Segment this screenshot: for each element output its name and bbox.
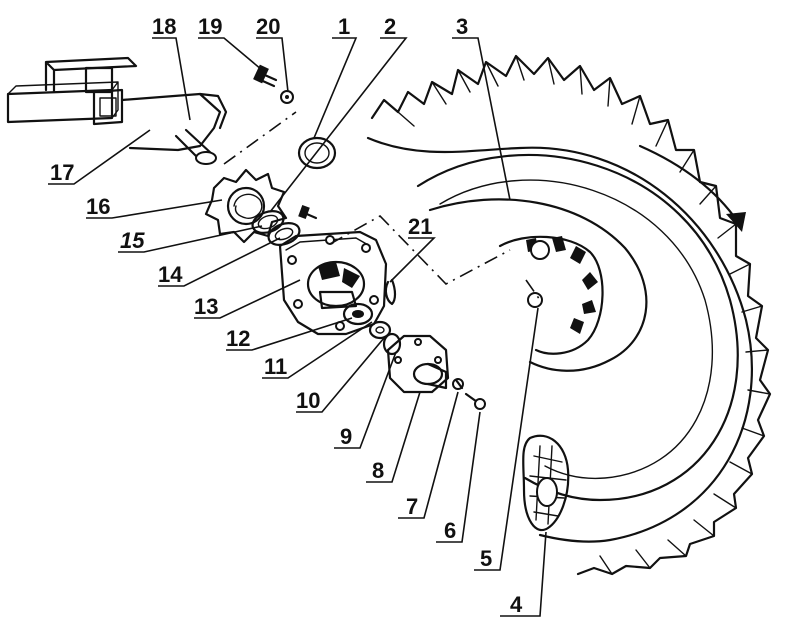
end-pin xyxy=(464,392,486,410)
callout-6: 6 xyxy=(444,518,456,543)
rim-outer-edge xyxy=(416,153,739,502)
callout-10: 10 xyxy=(296,388,320,413)
gasket xyxy=(382,332,402,356)
valve-part xyxy=(522,434,570,531)
wheel-hub xyxy=(498,235,604,355)
washer xyxy=(368,320,392,340)
axle-beam xyxy=(6,56,228,165)
callout-17: 17 xyxy=(50,160,74,185)
callout-5: 5 xyxy=(480,546,492,571)
cotter-pin xyxy=(384,278,397,306)
rim-inner-edge xyxy=(439,179,713,480)
rotation-arrowhead-icon xyxy=(726,212,746,232)
callout-9: 9 xyxy=(340,424,352,449)
callout-7: 7 xyxy=(406,494,418,519)
callout-11: 11 xyxy=(264,354,287,379)
rotation-arrow xyxy=(638,144,740,224)
tire-sidewall xyxy=(366,136,753,543)
callout-13: 13 xyxy=(194,294,218,319)
tire-tread xyxy=(370,54,772,576)
tire xyxy=(366,54,772,576)
hub-cap xyxy=(386,334,450,394)
seal-ring xyxy=(297,136,337,170)
bolt xyxy=(253,64,278,88)
wheel-disc xyxy=(428,198,648,372)
callout-14: 14 xyxy=(158,262,183,287)
callout-15: 15 xyxy=(120,228,145,253)
callout-3: 3 xyxy=(456,14,468,39)
flange-housing xyxy=(278,230,388,336)
sprocket xyxy=(204,168,288,244)
assembly-axis-lines xyxy=(223,111,541,301)
callout-2: 2 xyxy=(384,14,396,39)
small-bolt xyxy=(298,204,318,220)
callout-19: 19 xyxy=(198,14,222,39)
callout-labels: 1 2 3 4 5 6 7 8 9 10 11 12 13 14 15 16 1… xyxy=(50,14,523,617)
callout-8: 8 xyxy=(372,458,384,483)
callout-20: 20 xyxy=(256,14,280,39)
leader-lines xyxy=(48,37,547,617)
callout-18: 18 xyxy=(152,14,176,39)
axle-nut xyxy=(452,378,464,390)
nut xyxy=(280,90,294,104)
callout-21: 21 xyxy=(408,214,432,239)
bearing-inner xyxy=(267,222,301,246)
hub-bearing xyxy=(342,302,374,326)
callout-12: 12 xyxy=(226,326,250,351)
callout-16: 16 xyxy=(86,194,110,219)
callout-4: 4 xyxy=(510,592,523,617)
callout-1: 1 xyxy=(338,14,350,39)
